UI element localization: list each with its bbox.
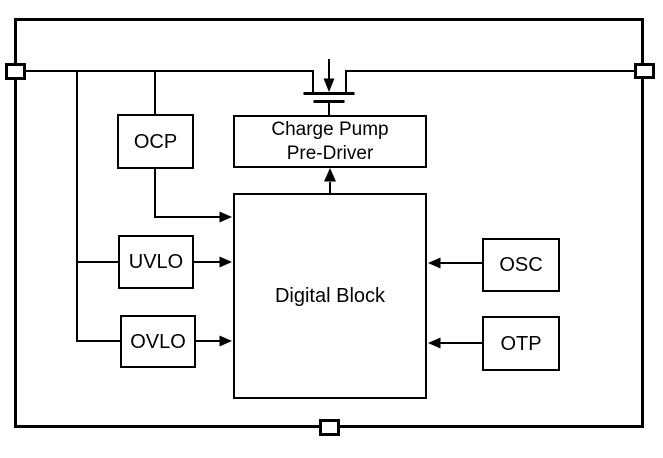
arrowhead-uvlo-to-digital bbox=[219, 256, 232, 268]
block-osc-label: OSC bbox=[499, 254, 543, 276]
arrowhead-ocp-to-digital bbox=[219, 211, 232, 223]
block-ovlo: OVLO bbox=[120, 315, 196, 368]
block-ovlo-label: OVLO bbox=[130, 330, 186, 353]
pin-right bbox=[634, 63, 655, 79]
mosfet-pass-transistor-icon bbox=[303, 59, 355, 116]
block-charge-pump-pre-driver: Charge Pump Pre-Driver bbox=[233, 115, 427, 168]
arrowhead-osc-to-digital bbox=[428, 257, 441, 269]
mosfet-current-arrowhead bbox=[323, 78, 335, 92]
block-digital-label: Digital Block bbox=[274, 285, 386, 307]
block-otp: OTP bbox=[482, 316, 560, 371]
pin-left bbox=[5, 63, 26, 80]
block-otp-label: OTP bbox=[500, 332, 542, 355]
block-charge-pump-label-line1: Charge Pump bbox=[271, 118, 389, 140]
block-uvlo-label: UVLO bbox=[128, 251, 184, 273]
arrowhead-otp-to-digital bbox=[428, 337, 441, 349]
block-digital: Digital Block bbox=[233, 193, 427, 399]
pin-bottom bbox=[319, 419, 340, 436]
arrowhead-ovlo-to-digital bbox=[219, 335, 232, 347]
block-uvlo: UVLO bbox=[118, 235, 194, 289]
wire-ocp-to-digital bbox=[154, 168, 220, 218]
block-osc: OSC bbox=[482, 238, 560, 292]
wire-rail-to-ovlo bbox=[76, 70, 121, 342]
block-ocp: OCP bbox=[117, 114, 194, 169]
arrowhead-digital-to-chargepump bbox=[324, 168, 336, 182]
block-charge-pump-label-line2: Pre-Driver bbox=[286, 142, 374, 164]
block-ocp-label: OCP bbox=[133, 130, 178, 153]
